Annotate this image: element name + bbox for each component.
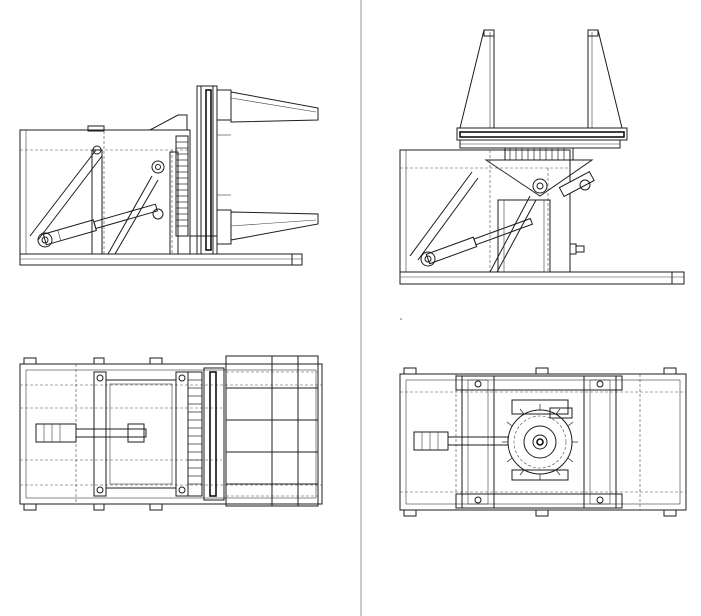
stray-mark [400,318,402,320]
side-view-left [19,85,319,266]
top-view-right [399,367,687,517]
top-view-left [19,355,323,511]
side-view-right [399,29,685,285]
